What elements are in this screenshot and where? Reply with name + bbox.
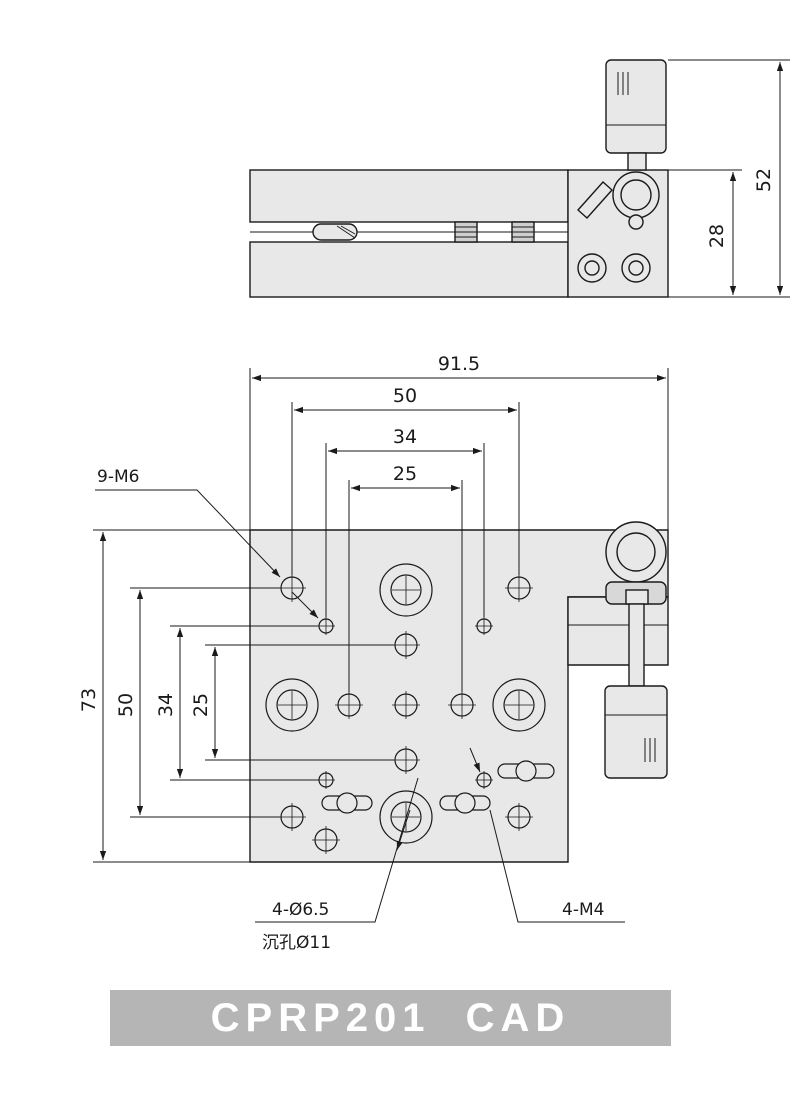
side-spring-1 <box>312 223 358 241</box>
callout-counterbore-d11: 沉孔Ø11 <box>262 933 331 953</box>
banner-title: CPRP201 CAD <box>210 995 571 1040</box>
top-side-bracket <box>567 596 669 666</box>
top-micrometer-knob <box>604 685 668 779</box>
dim-vspacing-34: 34 <box>155 693 177 717</box>
side-dimensions <box>668 59 790 298</box>
side-micrometer-knob <box>605 59 667 154</box>
callout-9-m6: 9-M6 <box>97 467 139 487</box>
dim-height-28: 28 <box>706 224 728 248</box>
callout-leaders <box>95 489 625 923</box>
dim-height-52: 52 <box>753 168 775 192</box>
title-banner: CPRP201 CAD <box>110 990 671 1046</box>
dim-width-91-5: 91.5 <box>438 353 480 375</box>
side-upper-plate <box>249 169 569 223</box>
locking-screws <box>321 760 555 814</box>
top-micrometer-spindle <box>628 603 645 687</box>
dim-height-73: 73 <box>78 688 100 712</box>
dim-spacing-34: 34 <box>393 426 417 448</box>
dim-spacing-50: 50 <box>393 385 417 407</box>
top-dimensions <box>93 368 669 863</box>
side-lower-plate <box>249 241 569 298</box>
dim-vspacing-50: 50 <box>115 693 137 717</box>
cad-drawing: 52 28 <box>78 59 790 953</box>
side-lock-lever <box>577 181 613 219</box>
side-view <box>249 59 669 298</box>
hole-centerlines <box>278 574 533 854</box>
dim-spacing-25: 25 <box>393 463 417 485</box>
side-micrometer-spindle <box>627 152 647 171</box>
dim-vspacing-25: 25 <box>190 693 212 717</box>
callout-4-m4: 4-M4 <box>562 900 604 920</box>
callout-4-d6-5: 4-Ø6.5 <box>272 900 329 920</box>
